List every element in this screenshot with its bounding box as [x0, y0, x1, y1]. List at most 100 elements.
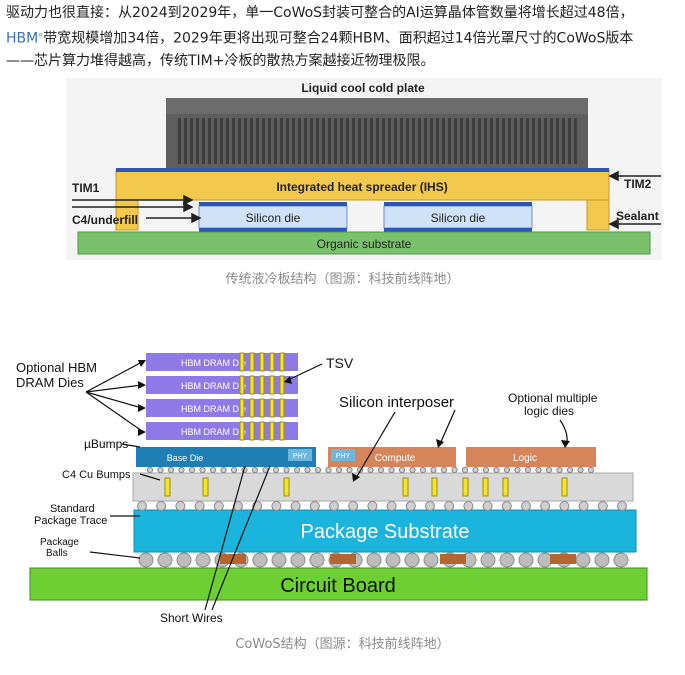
cold-plate-fin	[196, 118, 199, 164]
micro-bump	[251, 466, 259, 474]
cold-plate-fin	[376, 118, 379, 164]
cold-plate-fin	[382, 118, 385, 164]
optional-logic-line2: logic dies	[524, 404, 574, 418]
cold-plate-fin	[334, 118, 337, 164]
cowos-diagram: Circuit Board Package Substrate Base Die…	[16, 352, 648, 625]
ihs-body	[115, 169, 610, 201]
cold-plate-fin	[430, 118, 433, 164]
micro-bump	[472, 466, 479, 474]
cold-plate-fin	[208, 118, 211, 164]
interposer-tsv-bar	[164, 477, 171, 497]
interposer-tsv-bar	[283, 477, 290, 497]
package-ball	[290, 552, 306, 568]
cold-plate-fin	[496, 118, 499, 164]
ubumps-label: µBumps	[84, 437, 128, 451]
micro-bump	[524, 466, 532, 474]
cold-plate-fin	[256, 118, 259, 164]
cold-plate-fin	[508, 118, 511, 164]
cold-plate-fin	[550, 118, 553, 164]
hbm-tsv-bar	[249, 352, 255, 372]
cold-plate-fin	[478, 118, 481, 164]
cold-plate-fin	[280, 118, 283, 164]
logic-die-label: Logic	[513, 453, 537, 464]
compute-phy-label: PHY	[336, 453, 351, 460]
tim1-label: TIM1	[72, 181, 100, 195]
circuit-board	[29, 567, 648, 601]
cold-plate-diagram: Liquid cool cold plate Integrated heat s…	[66, 78, 662, 260]
cold-plate-fin	[274, 118, 277, 164]
cold-plate-fin	[532, 118, 535, 164]
search-icon[interactable]: ⌕	[38, 30, 44, 40]
c4-bumps-label: C4 Cu Bumps	[62, 469, 131, 481]
package-substrate-label: Package Substrate	[301, 521, 470, 543]
cold-plate-fin	[448, 118, 451, 164]
hbm-die-3-label: HBM DRAM Die	[181, 404, 246, 414]
package-trace-pad	[550, 554, 576, 564]
interposer-tsv-bar	[482, 477, 489, 497]
cold-plate-fin	[490, 118, 493, 164]
hbm-tsv-bar	[239, 375, 245, 395]
hbm-tsv-bar	[279, 375, 285, 395]
micro-bump	[314, 466, 322, 474]
c4-underfill-label: C4/underfill	[72, 213, 138, 227]
c4-bump	[501, 501, 512, 511]
cold-plate-fin	[460, 118, 463, 164]
package-balls	[138, 552, 629, 568]
figure1-caption: 传统液冷板结构（图源：科技前线阵地）	[225, 272, 460, 287]
cold-plate-fin	[454, 118, 457, 164]
interposer-tsv-bar	[462, 477, 469, 497]
interposer-tsv-bar	[202, 477, 209, 497]
cold-plate-fin	[412, 118, 415, 164]
micro-bump	[482, 466, 490, 474]
paragraph-line-1: 驱动力也很直接：从2024到2029年，单一CoWoS封装可整合的AI运算晶体管…	[6, 5, 634, 21]
package-ball	[480, 552, 496, 568]
micro-bump	[283, 466, 290, 474]
hbm-tsv-bar	[239, 398, 245, 418]
c4-bump	[578, 501, 589, 511]
cold-plate-fin	[310, 118, 313, 164]
micro-bump	[293, 466, 301, 474]
hbm-callout-line1: Optional HBM	[16, 360, 97, 375]
hbm-tsv	[239, 352, 285, 441]
cold-plate-fin	[418, 118, 421, 164]
cold-plate-fin	[370, 118, 373, 164]
package-ball	[252, 552, 268, 568]
cold-plate-fin	[406, 118, 409, 164]
c4-bump	[617, 501, 627, 511]
c4-bump	[463, 501, 474, 511]
hbm-link[interactable]: HBM	[6, 30, 39, 47]
std-trace-line1: Standard	[50, 503, 95, 515]
cold-plate-fin	[442, 118, 445, 164]
hbm-tsv-bar	[259, 398, 265, 418]
micro-bump	[209, 466, 217, 474]
base-die-label: Base Die	[167, 453, 204, 463]
cold-plate-fin	[358, 118, 361, 164]
micro-bump	[388, 466, 395, 474]
package-ball	[195, 552, 211, 568]
c4-bump	[559, 501, 570, 511]
compute-die	[328, 447, 456, 467]
c4-bump	[597, 501, 608, 511]
package-ball	[594, 552, 610, 568]
compute-die-label: Compute	[375, 453, 416, 464]
hbm-tsv-bar	[279, 398, 285, 418]
hbm-callout-line2: DRAM Dies	[16, 375, 84, 390]
package-trace-pad	[330, 554, 356, 564]
package-ball	[404, 552, 420, 568]
interposer-tsv-bar	[502, 477, 509, 497]
hbm-tsv-bar	[279, 352, 285, 372]
cold-plate-fin	[562, 118, 565, 164]
cold-plate-fin	[364, 118, 367, 164]
package-ball	[271, 552, 287, 568]
cold-plate-fin	[544, 118, 547, 164]
paragraph-line-2: HBM⌕带宽规模增加34倍，2029年更将出现可整合24颗HBM、面积超过14倍…	[6, 24, 682, 50]
hbm-die-1-label: HBM DRAM Die	[181, 358, 246, 368]
hbm-stack: HBM DRAM Die HBM DRAM Die HBM DRAM Die H…	[146, 353, 298, 440]
paragraph-line-3: ——芯片算力堆得越高，传统TIM+冷板的散热方案越接近物理极限。	[6, 52, 435, 69]
interposer-tsv	[164, 477, 568, 497]
silicon-die-1-label: Silicon die	[246, 211, 301, 225]
micro-bump	[514, 466, 521, 474]
cold-plate-fin	[424, 118, 427, 164]
micro-bump	[167, 466, 175, 474]
hbm-tsv-bar	[249, 375, 255, 395]
